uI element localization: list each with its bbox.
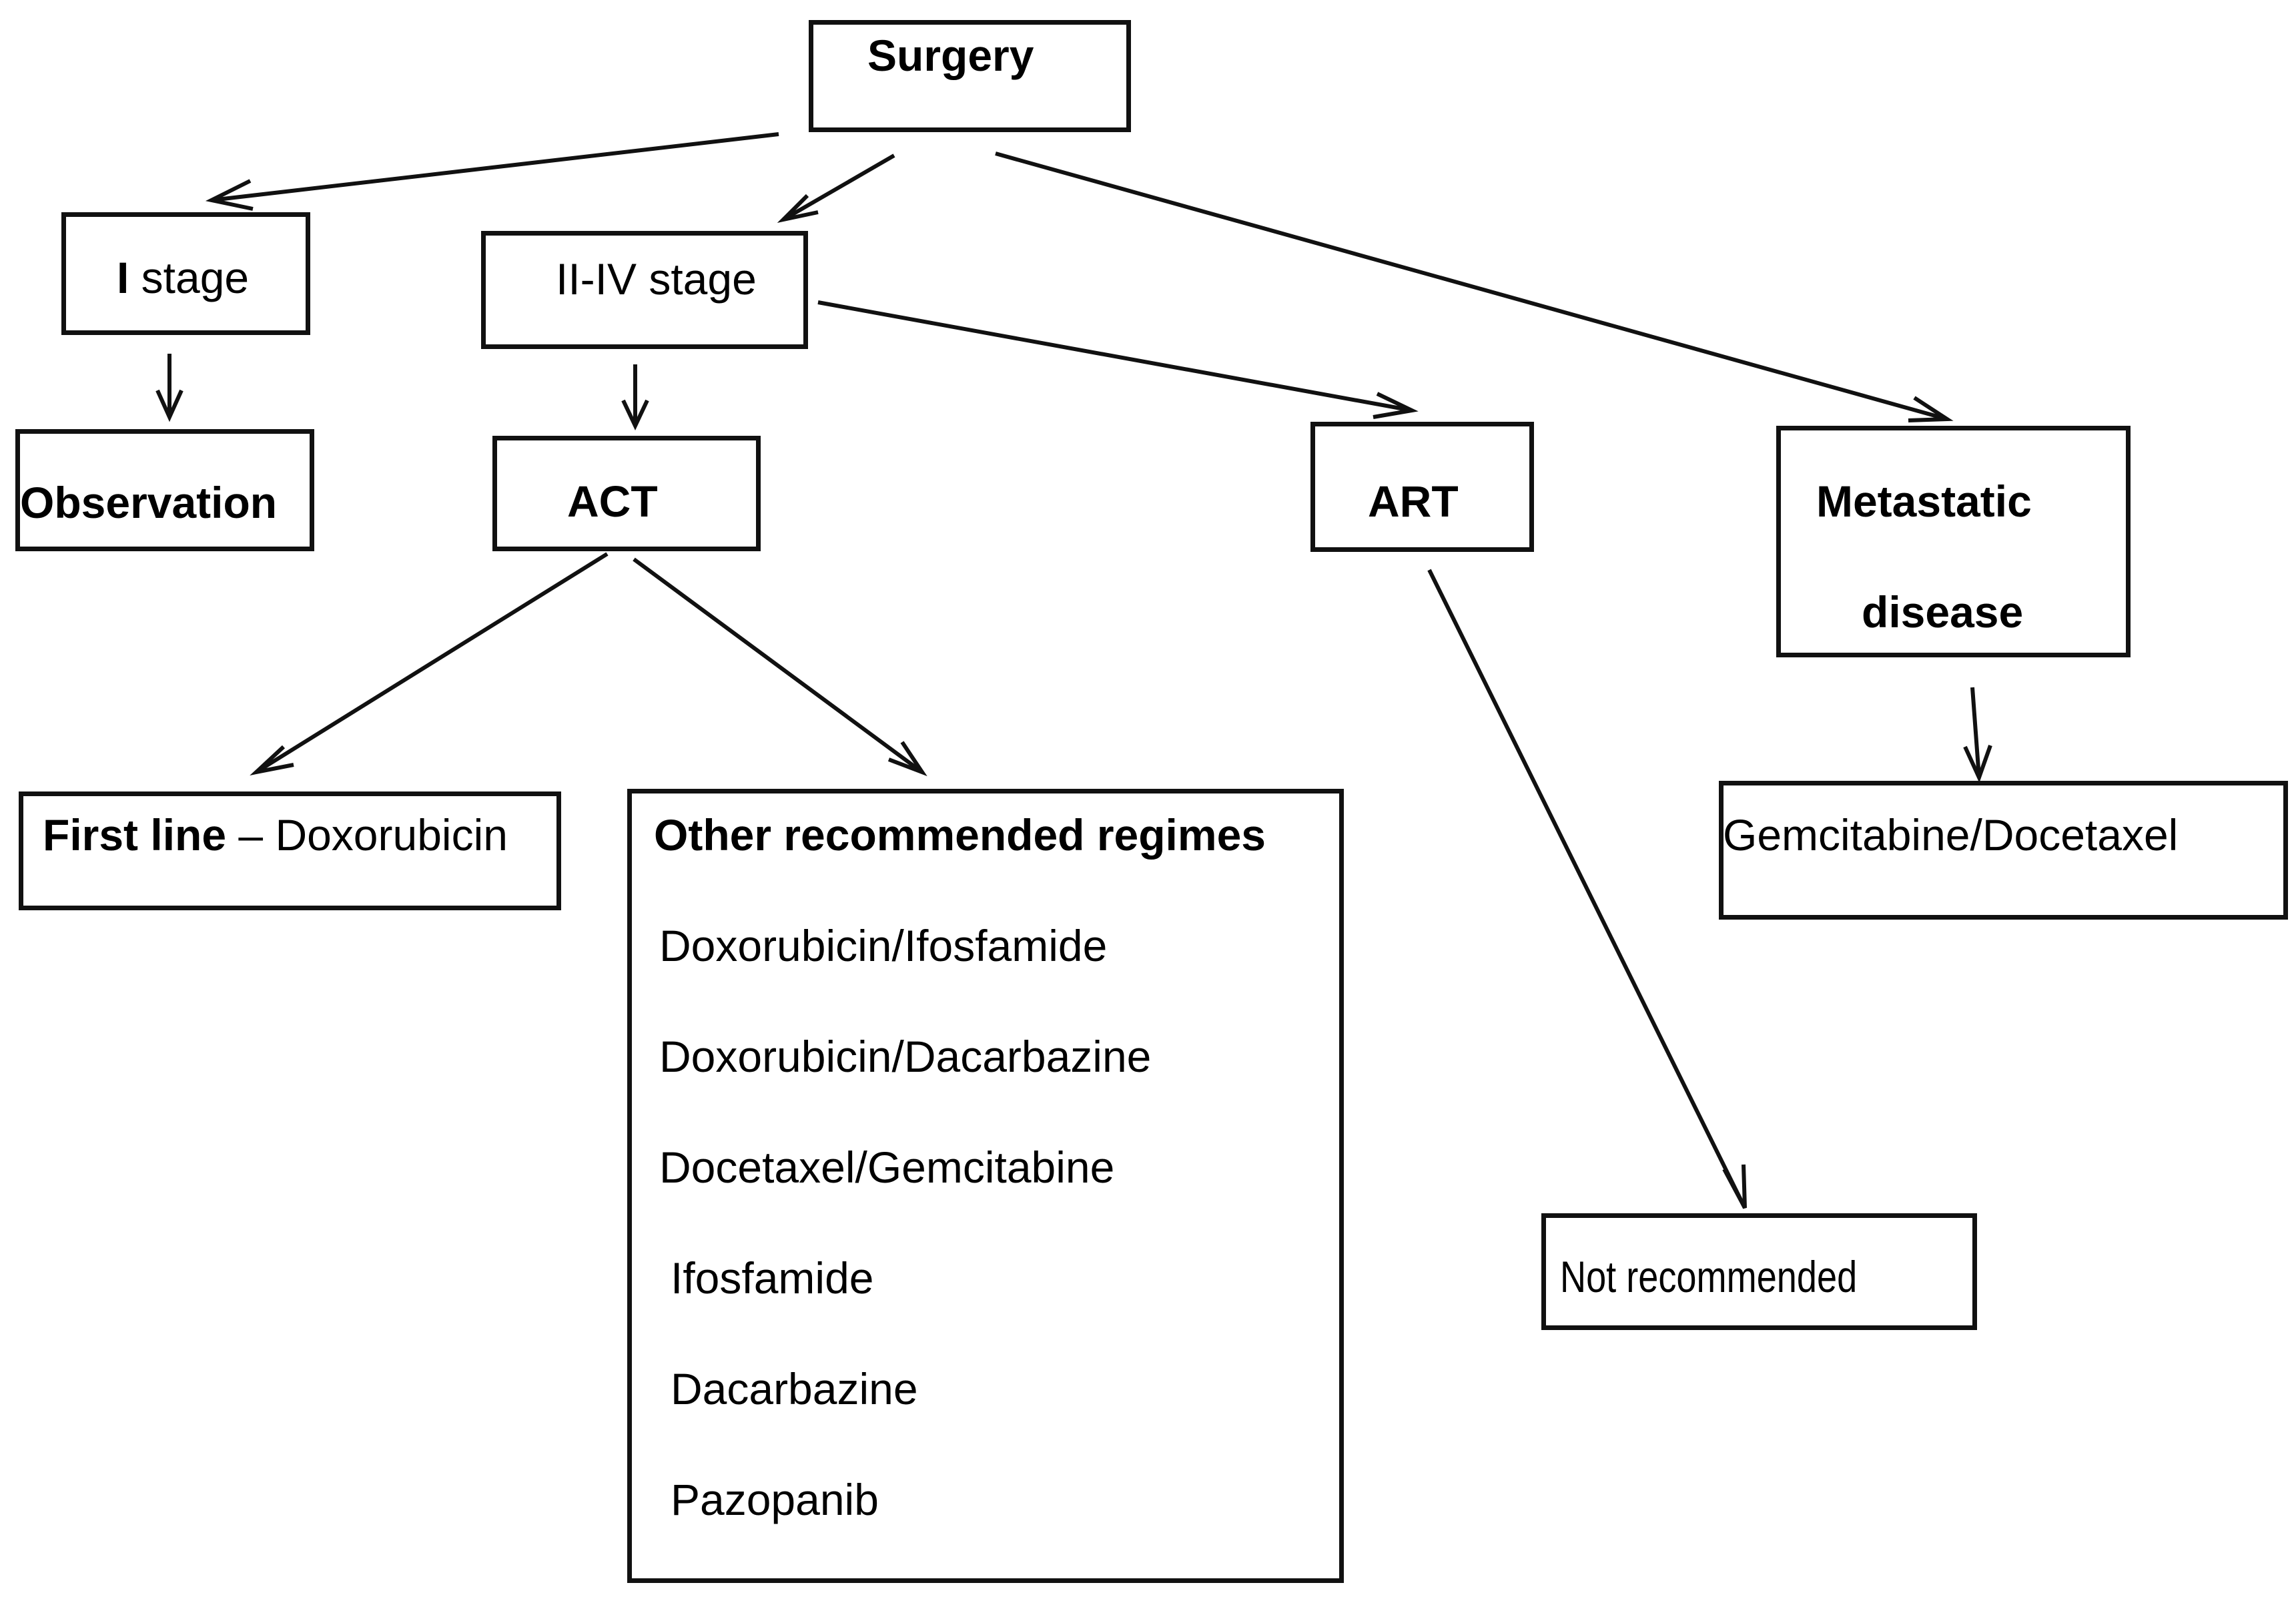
- regime-item: Ifosfamide: [671, 1253, 874, 1303]
- art-label: ART: [1368, 476, 1459, 526]
- arrow-act-to-other-regimes: [633, 557, 927, 777]
- arrow-art-to-not-recommended: [1427, 569, 1747, 1209]
- arrow-stage2-4-to-act: [621, 364, 649, 431]
- arrow-stage1-to-observation: [155, 354, 183, 422]
- not-recommended-label: Not recommended: [1560, 1252, 1858, 1301]
- first-line-label: First line – Doxorubicin: [43, 813, 508, 857]
- arrow-surgery-to-stage1: [205, 132, 779, 211]
- first-line-title: First line: [43, 810, 227, 860]
- metastatic-label-line2: disease: [1862, 587, 2024, 637]
- arrow-stage2-4-to-art: [817, 300, 1419, 419]
- stage1-numeral: I: [117, 253, 129, 302]
- gem-doc-label: Gemcitabine/Docetaxel: [1723, 810, 2179, 860]
- stage1-label: I stage: [117, 256, 249, 300]
- other-regimes-box: [627, 789, 1344, 1583]
- metastatic-label-line1: Metastatic: [1816, 476, 2032, 526]
- art-box: [1310, 422, 1534, 552]
- stage2-4-label: II-IV stage: [556, 254, 757, 304]
- stage1-box: [61, 212, 310, 335]
- metastatic-box: [1776, 426, 2131, 657]
- stage1-text: stage: [129, 253, 250, 302]
- stage2-4-box: [481, 231, 808, 349]
- regime-item: Doxorubicin/Ifosfamide: [659, 921, 1108, 970]
- arrow-surgery-to-stage2-4: [777, 153, 895, 224]
- regime-item: Dacarbazine: [671, 1364, 918, 1413]
- other-regimes-title: Other recommended regimes: [654, 810, 1266, 860]
- regime-item: Docetaxel/Gemcitabine: [659, 1143, 1115, 1192]
- regime-item: Doxorubicin/Dacarbazine: [659, 1032, 1152, 1081]
- surgery-label: Surgery: [867, 31, 1034, 80]
- not-recommended-box: [1541, 1213, 1977, 1330]
- first-line-box: [19, 791, 561, 910]
- regime-item: Pazopanib: [671, 1475, 879, 1524]
- surgery-box: [809, 20, 1131, 132]
- observation-box: [15, 429, 314, 551]
- act-label: ACT: [567, 476, 658, 526]
- first-line-drug: – Doxorubicin: [226, 810, 508, 860]
- gem-doc-box: [1719, 781, 2288, 920]
- observation-label: Observation: [20, 478, 278, 527]
- arrow-metastatic-to-gem-doc: [1963, 687, 1992, 783]
- act-box: [492, 436, 761, 551]
- arrow-act-to-first-line: [250, 552, 609, 775]
- arrow-surgery-to-metastatic: [995, 151, 1954, 422]
